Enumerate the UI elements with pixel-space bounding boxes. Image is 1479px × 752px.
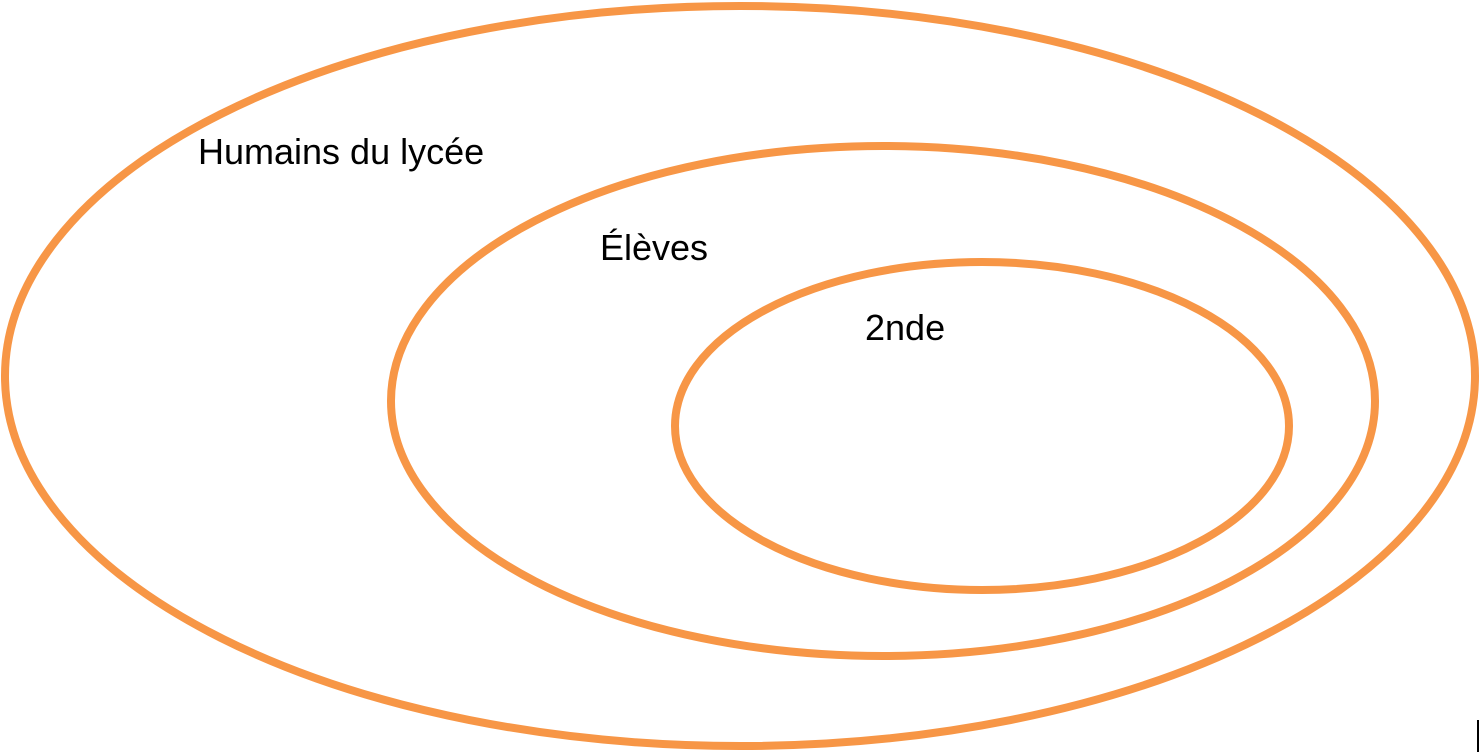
set-inner-ellipse — [671, 258, 1293, 594]
edge-mark — [1477, 720, 1479, 752]
set-middle-label: Élèves — [600, 227, 708, 268]
set-inner-label: 2nde — [865, 307, 945, 348]
set-outer-label: Humains du lycée — [198, 131, 484, 172]
set-middle-ellipse — [387, 142, 1379, 660]
